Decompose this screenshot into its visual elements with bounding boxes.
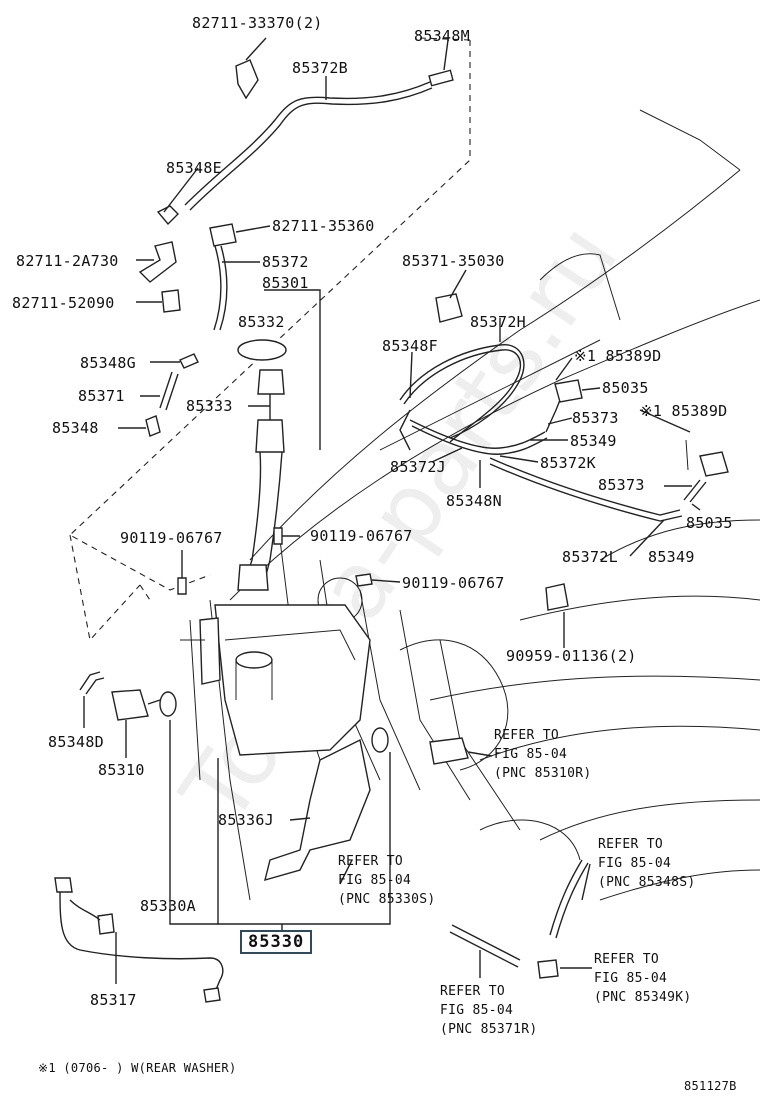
label-85389d-top: ※1 85389D <box>574 347 662 365</box>
refer-line: (PNC 85348S) <box>598 875 696 890</box>
label-85389d-right: ※1 85389D <box>640 402 728 420</box>
refer-line: FIG 85-04 <box>440 1003 514 1018</box>
refer-line: REFER TO <box>338 854 404 869</box>
label-85373-right: 85373 <box>598 476 645 494</box>
label-85317: 85317 <box>90 991 137 1009</box>
refer-line: (PNC 85371R) <box>440 1022 538 1037</box>
refer-line: FIG 85-04 <box>598 856 672 871</box>
label-85336j: 85336J <box>218 811 274 829</box>
label-85301: 85301 <box>262 274 309 292</box>
label-85372k: 85372K <box>540 454 596 472</box>
label-85348f: 85348F <box>382 337 438 355</box>
label-85330-highlighted: 85330 <box>240 930 313 954</box>
refer-line: FIG 85-04 <box>338 873 412 888</box>
label-85372b: 85372B <box>292 59 348 77</box>
refer-line: REFER TO <box>494 728 560 743</box>
label-82711-52090: 82711-52090 <box>12 294 115 312</box>
label-85349-top: 85349 <box>570 432 617 450</box>
label-82711-33370: 82711-33370(2) <box>192 14 323 32</box>
label-85349-right: 85349 <box>648 548 695 566</box>
footnote: ※1 (0706- ) W(REAR WASHER) <box>38 1061 237 1075</box>
label-85348n: 85348N <box>446 492 502 510</box>
refer-line: REFER TO <box>440 984 506 999</box>
label-90119-06767-center: 90119-06767 <box>310 527 413 545</box>
refer-line: REFER TO <box>598 837 664 852</box>
label-85372h: 85372H <box>470 313 526 331</box>
label-85332: 85332 <box>238 313 285 331</box>
label-85333: 85333 <box>186 397 233 415</box>
label-85330a: 85330A <box>140 897 196 915</box>
label-85035-right: 85035 <box>686 514 733 532</box>
refer-line: (PNC 85349K) <box>594 990 692 1005</box>
label-85348: 85348 <box>52 419 99 437</box>
label-85372: 85372 <box>262 253 309 271</box>
label-85372j: 85372J <box>390 458 446 476</box>
label-85371: 85371 <box>78 387 125 405</box>
label-85035-top: 85035 <box>602 379 649 397</box>
figure-code: 851127B <box>684 1079 737 1093</box>
refer-line: (PNC 85330S) <box>338 892 436 907</box>
refer-line: FIG 85-04 <box>594 971 668 986</box>
label-85348d: 85348D <box>48 733 104 751</box>
label-85348m: 85348M <box>414 27 470 45</box>
label-82711-2a730: 82711-2A730 <box>16 252 119 270</box>
label-85373-top: 85373 <box>572 409 619 427</box>
label-90119-06767-left: 90119-06767 <box>120 529 223 547</box>
label-82711-35360: 82711-35360 <box>272 217 375 235</box>
label-85348g: 85348G <box>80 354 136 372</box>
refer-line: FIG 85-04 <box>494 747 568 762</box>
refer-line: (PNC 85310R) <box>494 766 592 781</box>
refer-line: REFER TO <box>594 952 660 967</box>
label-85348e: 85348E <box>166 159 222 177</box>
label-90119-06767-right: 90119-06767 <box>402 574 505 592</box>
label-90959-01136: 90959-01136(2) <box>506 647 637 665</box>
label-85372l: 85372L <box>562 548 618 566</box>
label-85371-35030: 85371-35030 <box>402 252 505 270</box>
label-85310: 85310 <box>98 761 145 779</box>
